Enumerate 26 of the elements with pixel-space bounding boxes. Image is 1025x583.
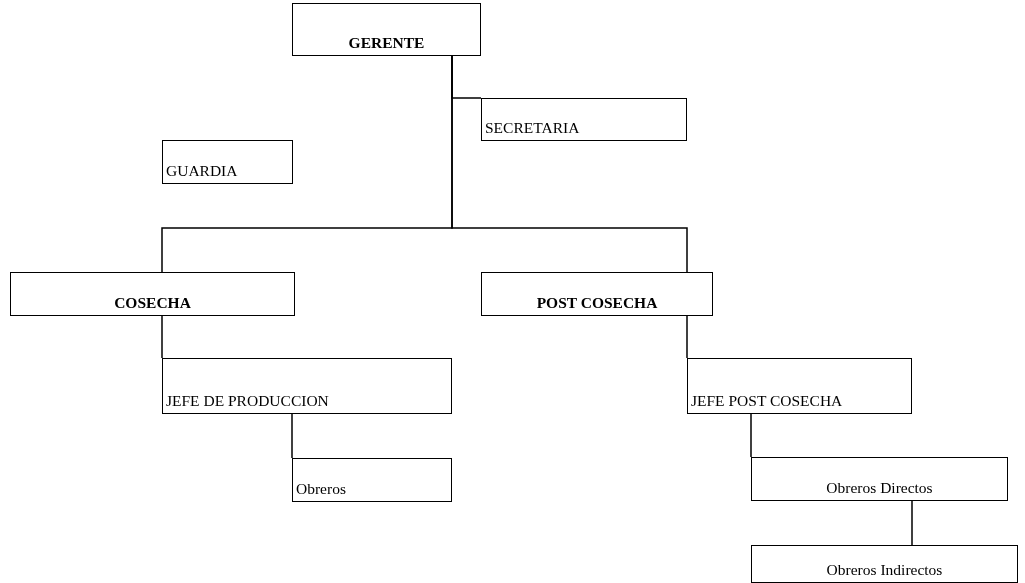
box-label: COSECHA [114, 294, 191, 312]
connector-line [911, 500, 913, 546]
org-box [481, 272, 713, 316]
org-box [292, 458, 452, 502]
connector-line [161, 315, 163, 359]
box-label: Obreros [296, 480, 346, 498]
connector-line [686, 315, 688, 359]
connector-line [451, 55, 688, 273]
connector-line [291, 413, 293, 459]
org-box [10, 272, 295, 316]
box-label: POST COSECHA [536, 294, 658, 312]
org-box [162, 140, 293, 184]
box-label: GERENTE [348, 34, 425, 52]
org-box [751, 545, 1018, 583]
box-label: GUARDIA [166, 162, 238, 180]
box-label: Obreros Directos [826, 479, 933, 497]
connector-line [750, 413, 752, 458]
org-box [292, 3, 481, 56]
box-label: JEFE POST COSECHA [691, 392, 843, 410]
org-box [162, 358, 452, 414]
org-box [481, 98, 687, 141]
box-label: JEFE DE PRODUCCION [166, 392, 329, 410]
box-label: Obreros Indirectos [826, 561, 943, 579]
box-label: SECRETARIA [485, 119, 580, 137]
org-box [751, 457, 1008, 501]
org-box [687, 358, 912, 414]
